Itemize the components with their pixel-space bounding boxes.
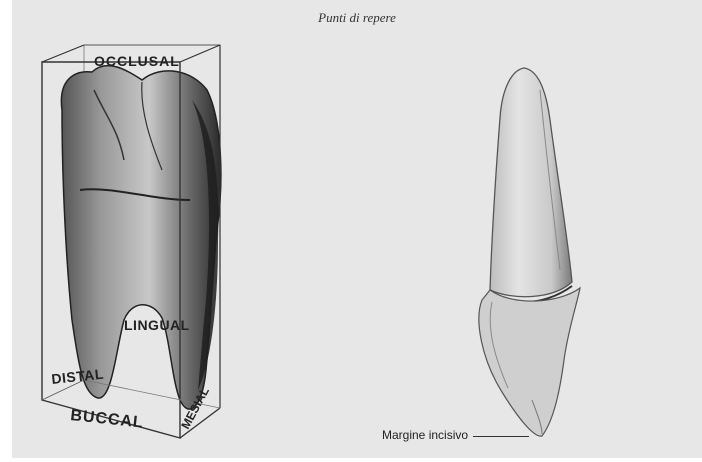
molar-box-illustration: OCCLUSAL LINGUAL DISTAL BUCCAL MESIAL xyxy=(42,45,221,438)
incisal-margin-caption: Margine incisivo xyxy=(382,428,468,442)
caption-leader-line xyxy=(473,436,529,437)
illustrations: OCCLUSAL LINGUAL DISTAL BUCCAL MESIAL xyxy=(12,0,702,458)
label-occlusal: OCCLUSAL xyxy=(94,53,180,69)
label-buccal: BUCCAL xyxy=(70,407,145,432)
page-scan: Punti di repere xyxy=(12,0,702,458)
incisor-illustration xyxy=(479,68,580,436)
label-lingual: LINGUAL xyxy=(124,317,190,333)
